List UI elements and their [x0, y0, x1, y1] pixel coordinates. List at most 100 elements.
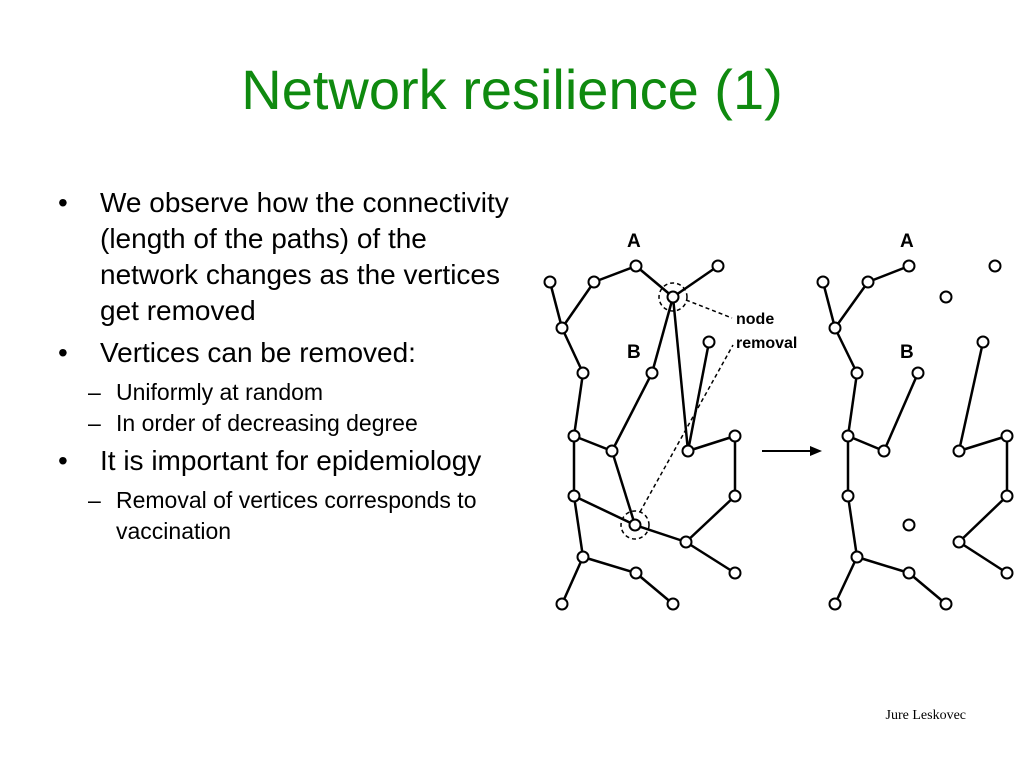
before-node — [728, 429, 742, 443]
after-edge — [882, 372, 920, 452]
after-edge — [833, 281, 870, 329]
bullet-mark: • — [58, 337, 68, 368]
sub-text: In order of decreasing degree — [116, 410, 418, 436]
before-edge — [560, 327, 585, 374]
label-a-before: A — [627, 231, 641, 252]
after-edge — [958, 495, 1008, 543]
before-edge — [610, 450, 637, 526]
before-edge — [634, 523, 687, 544]
removal-circle-b — [620, 510, 650, 540]
after-edge — [856, 555, 910, 575]
after-node — [988, 259, 1002, 273]
arrow-icon — [762, 446, 822, 456]
after-node — [976, 335, 990, 349]
bullet-content: • We observe how the connectivity (lengt… — [58, 185, 528, 551]
before-node — [711, 259, 725, 273]
annotation-line — [685, 299, 733, 319]
after-edge — [821, 281, 837, 329]
bullet-text: We observe how the connectivity (length … — [100, 187, 509, 326]
before-edge — [635, 572, 674, 605]
after-node — [850, 550, 864, 564]
after-node — [952, 535, 966, 549]
after-edge — [957, 341, 985, 452]
before-node — [666, 597, 680, 611]
bullet-mark: • — [58, 187, 68, 218]
before-node — [587, 275, 601, 289]
sub-text: Removal of vertices corresponds to vacci… — [116, 487, 477, 544]
removal-circle-a — [658, 282, 688, 312]
after-node — [939, 290, 953, 304]
after-edge — [958, 540, 1008, 575]
after-edge — [867, 264, 910, 284]
before-edge — [572, 495, 585, 558]
before-node — [679, 535, 693, 549]
after-edge — [908, 572, 947, 605]
before-edge — [560, 281, 596, 329]
before-edge — [548, 281, 564, 329]
before-node — [702, 335, 716, 349]
label-b-before: B — [627, 342, 641, 363]
after-node — [902, 518, 916, 532]
before-edge — [650, 296, 675, 374]
before-edge — [582, 555, 637, 575]
sub-item-random: – Uniformly at random — [70, 377, 528, 408]
annotation-line — [639, 344, 734, 513]
after-node — [841, 489, 855, 503]
after-node — [952, 444, 966, 458]
annotation-removal-label: removal — [736, 335, 797, 352]
bullet-mark: • — [58, 445, 68, 476]
removal-annotation — [620, 282, 734, 540]
sub-text: Uniformly at random — [116, 379, 324, 405]
edge-layer — [548, 264, 1009, 605]
sub-item-degree: – In order of decreasing degree — [70, 408, 528, 439]
after-node — [841, 429, 855, 443]
after-edge — [833, 327, 859, 374]
after-node — [902, 566, 916, 580]
footer-author: Jure Leskovec — [885, 708, 966, 723]
before-node — [629, 566, 643, 580]
after-node — [816, 275, 830, 289]
sub-item-vaccination: – Removal of vertices corresponds to vac… — [70, 485, 528, 547]
before-node — [576, 366, 590, 380]
before-edge — [672, 264, 719, 299]
before-edge — [687, 434, 736, 453]
bullet-item-1: • We observe how the connectivity (lengt… — [58, 185, 528, 329]
before-edge — [573, 494, 636, 527]
before-edge — [572, 372, 585, 437]
after-node — [861, 275, 875, 289]
before-edge — [635, 265, 674, 298]
label-b-after: B — [900, 342, 914, 363]
network-figure: A B A B node removal — [530, 210, 1024, 630]
before-node — [605, 444, 619, 458]
after-node — [911, 366, 925, 380]
sub-mark: – — [88, 410, 101, 436]
annotation-node-label: node — [736, 311, 774, 328]
before-node — [666, 290, 680, 304]
before-edge — [686, 341, 711, 452]
after-node — [877, 444, 891, 458]
before-node — [681, 444, 695, 458]
label-a-after: A — [900, 231, 914, 252]
node-layer — [543, 259, 1014, 611]
slide-title: Network resilience (1) — [241, 58, 783, 121]
before-node — [576, 550, 590, 564]
before-edge — [610, 372, 654, 452]
bullet-text: Vertices can be removed: — [100, 337, 416, 368]
before-node — [567, 429, 581, 443]
bullet-text: It is important for epidemiology — [100, 445, 482, 476]
sub-list: – Uniformly at random – In order of decr… — [58, 377, 528, 439]
before-node — [567, 489, 581, 503]
after-node — [1000, 489, 1014, 503]
before-node — [628, 518, 642, 532]
before-edge — [685, 540, 736, 575]
sub-mark: – — [88, 379, 101, 405]
before-node — [629, 259, 643, 273]
after-edge — [833, 556, 859, 605]
after-edge — [958, 434, 1008, 453]
after-edge — [846, 372, 859, 437]
before-edge — [593, 264, 637, 284]
before-node — [555, 597, 569, 611]
bullet-item-3: • It is important for epidemiology — [58, 443, 528, 479]
after-node — [1000, 566, 1014, 580]
network-diagram: A B A B node removal — [543, 231, 1014, 611]
